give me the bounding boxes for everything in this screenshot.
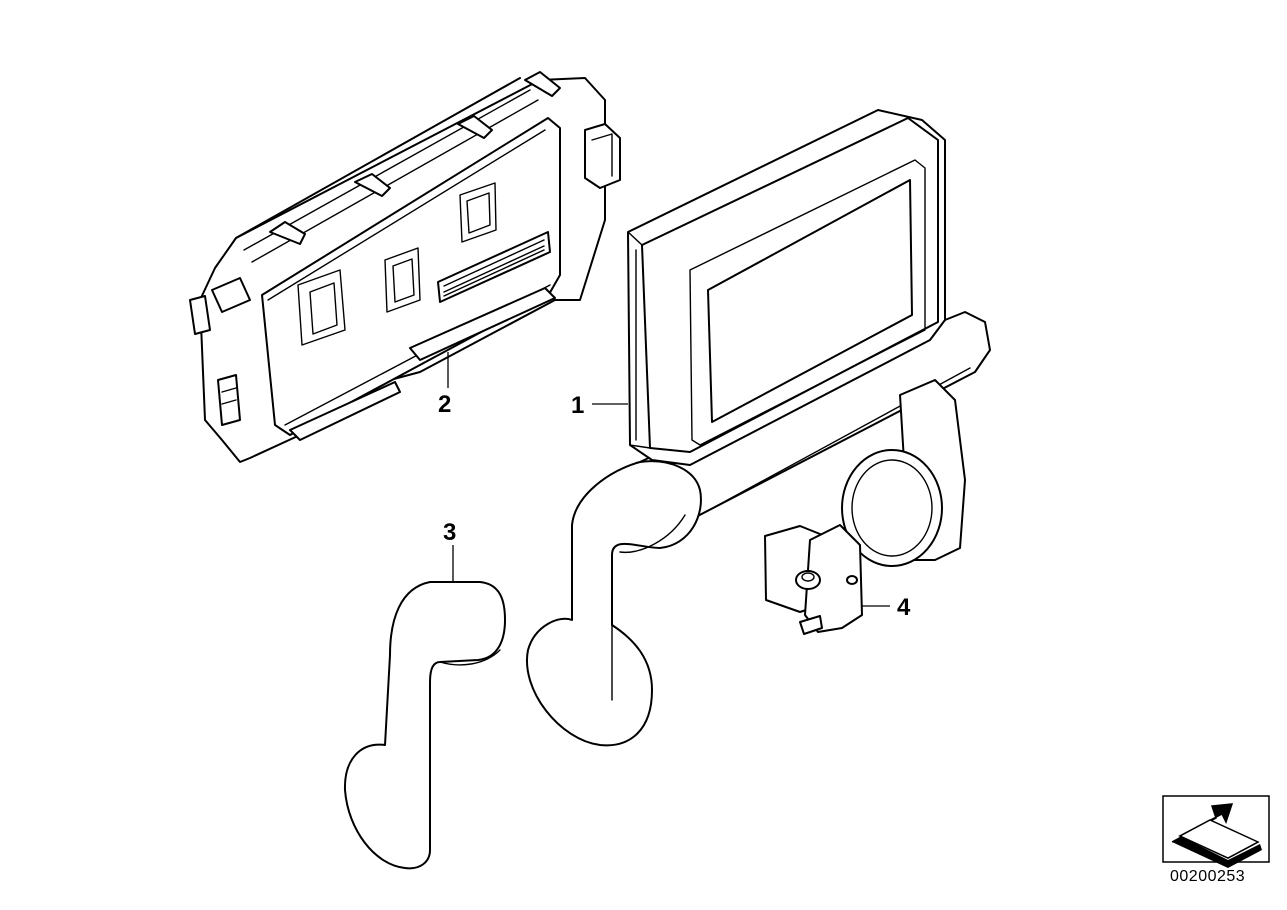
reference-number: 00200253 [1170, 868, 1246, 885]
arrow-orientation-icon [1162, 795, 1270, 868]
part-4-bracket [764, 524, 890, 635]
part-3-pad [343, 545, 506, 870]
callout-3: 3 [443, 519, 456, 546]
part-2-control-unit [189, 71, 621, 463]
callout-4: 4 [897, 594, 911, 621]
callout-1: 1 [571, 392, 584, 419]
part-1-display-holder [525, 109, 991, 747]
callout-2: 2 [438, 391, 451, 418]
